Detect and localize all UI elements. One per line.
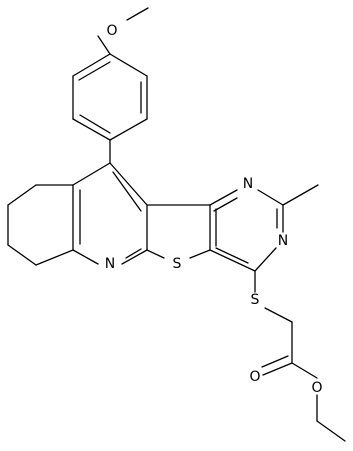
pyrimidine-ring	[209, 184, 319, 272]
methoxy-group	[97, 7, 149, 55]
thiophene-ring	[146, 204, 217, 259]
carbonyl-oxygen-label: O	[249, 369, 260, 385]
ester-side-chain	[254, 270, 346, 442]
methoxyphenyl-ring	[72, 53, 148, 164]
thiophene-sulfur-label: S	[173, 256, 182, 272]
cyclohexane-ring	[7, 184, 74, 266]
pyrimidine-nitrogen-top-label: N	[243, 176, 253, 192]
methoxy-oxygen-label: O	[106, 23, 117, 39]
pyridine-ring	[72, 162, 148, 265]
atom-labels: O N S N N S O O	[105, 23, 323, 396]
thioether-sulfur-label: S	[251, 292, 260, 308]
pyrimidine-nitrogen-bottom-label: N	[278, 233, 288, 249]
ester-oxygen-label: O	[311, 380, 322, 396]
pyridine-nitrogen-label: N	[105, 256, 115, 272]
